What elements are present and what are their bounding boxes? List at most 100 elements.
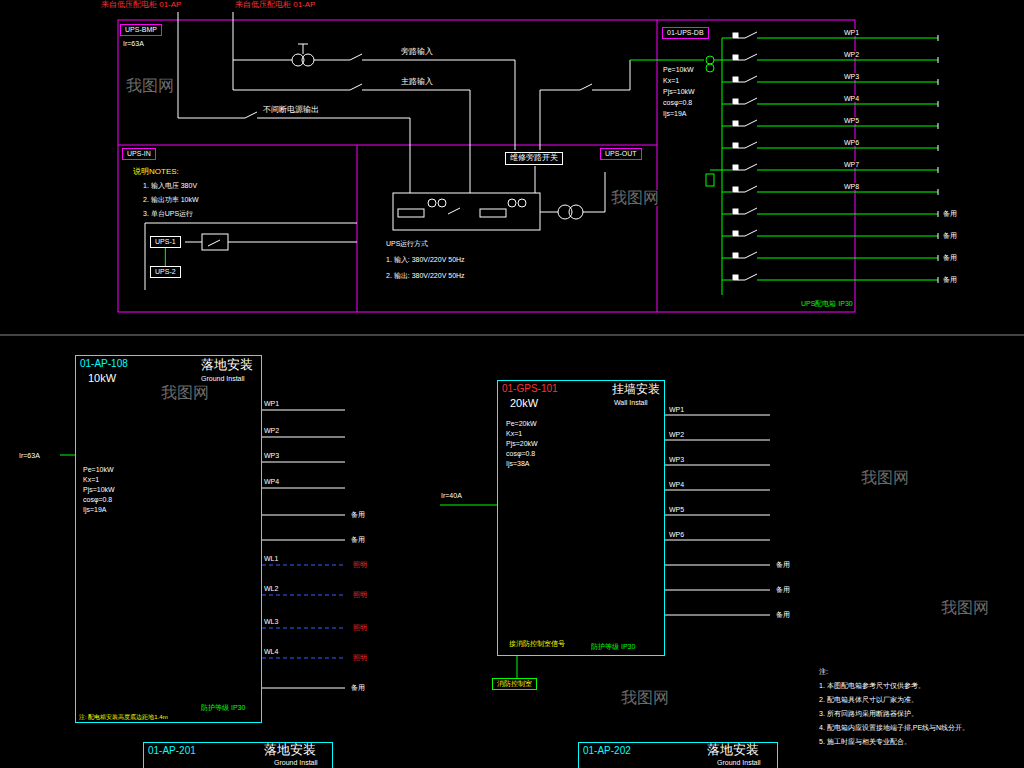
watermark: 我图网 — [940, 600, 990, 616]
terminal-mark — [733, 99, 738, 104]
breaker-symbol — [745, 142, 757, 148]
wire — [738, 214, 745, 215]
panel-name: 01-AP-202 — [583, 745, 631, 756]
circuit-number: WP6 — [843, 139, 860, 146]
surge-protector — [706, 174, 714, 186]
spare-label: 备用 — [775, 611, 791, 618]
circuit-number: WP8 — [843, 183, 860, 190]
wire — [722, 60, 732, 61]
note: 1. 输入电压 380V — [142, 182, 198, 189]
panel-name: UPS-IN — [127, 150, 151, 158]
wire — [257, 118, 410, 119]
wire — [722, 192, 732, 193]
distribution-panel: 01-AP-10810kW落地安装Ground Install — [75, 355, 262, 723]
distribution-panel: 01-AP-202落地安装Ground Install — [578, 742, 778, 768]
terminal-mark — [733, 121, 738, 126]
wire — [757, 280, 938, 281]
end-tick — [938, 211, 939, 217]
spare-label: 备用 — [942, 254, 958, 261]
panel-name: 01-AP-108 — [80, 358, 128, 369]
source-note: 来自低压配电柜 01-AP — [234, 1, 316, 9]
breaker-symbol — [745, 120, 757, 126]
wire — [722, 126, 732, 127]
end-tick — [938, 189, 939, 195]
spare-label: 备用 — [942, 276, 958, 283]
load-name: 照明 — [352, 624, 368, 631]
note: 注: 配电箱安装高度底边距地1.4m — [78, 714, 169, 720]
circuit-number: WP2 — [843, 51, 860, 58]
wire — [722, 214, 732, 215]
wire — [145, 223, 357, 224]
end-tick — [938, 255, 939, 261]
circuit-number: WP7 — [843, 161, 860, 168]
terminal-mark — [733, 209, 738, 214]
breaker-symbol — [350, 54, 362, 60]
spare-label: 备用 — [775, 586, 791, 593]
ups-frame — [118, 20, 855, 312]
panel-tag: UPS-BMP — [120, 24, 162, 36]
ground-symbol — [303, 44, 304, 54]
wire — [738, 148, 745, 149]
note: 2. 输出: 380V/220V 50Hz — [385, 272, 466, 279]
watermark: 我图网 — [610, 190, 660, 206]
panel-tag: UPS-IN — [122, 148, 156, 160]
terminal-mark — [733, 165, 738, 170]
breaker-symbol — [745, 54, 757, 60]
rating: Ir=40A — [440, 492, 463, 499]
note: 1. 本图配电箱参考尺寸仅供参考。 — [818, 682, 926, 689]
circuit-number: WP4 — [668, 481, 685, 488]
wire — [535, 166, 536, 193]
wire — [757, 214, 938, 215]
watermark: 我图网 — [160, 385, 210, 401]
wire — [233, 12, 234, 60]
load-param: Ijs=19A — [662, 110, 688, 117]
breaker-symbol — [448, 208, 460, 214]
wire — [540, 212, 558, 213]
terminal-mark — [733, 187, 738, 192]
circuit-number: WP2 — [263, 427, 280, 434]
note: 4. 配电箱内应设置接地端子排,PE线与N线分开。 — [818, 724, 970, 731]
circuit-number: WL2 — [263, 585, 279, 592]
note: 注: — [818, 668, 829, 675]
breaker-symbol — [745, 76, 757, 82]
source-note: 来自低压配电柜 01-AP — [100, 1, 182, 9]
wire — [722, 258, 732, 259]
connector-wire — [165, 248, 166, 266]
wire — [757, 236, 938, 237]
transformer-symbol — [558, 205, 572, 219]
frame-divider — [657, 20, 658, 312]
wire — [233, 90, 350, 91]
watermark: 我图网 — [125, 78, 175, 94]
wire — [757, 170, 938, 171]
note: 3. 单台UPS运行 — [142, 210, 194, 217]
device-box — [398, 209, 424, 217]
load-param: cosφ=0.8 — [505, 450, 536, 457]
panel-name: UPS-BMP — [125, 26, 157, 34]
protection-note: UPS配电箱 IP30 — [800, 300, 854, 307]
wire — [605, 172, 606, 212]
end-tick — [938, 277, 939, 283]
wire — [722, 104, 732, 105]
wire — [314, 60, 350, 61]
wire — [738, 258, 745, 259]
end-tick — [938, 35, 939, 41]
circuit-number: WP3 — [668, 456, 685, 463]
wire — [540, 90, 580, 91]
rating: Ir=63A — [18, 452, 41, 459]
wire — [592, 90, 630, 91]
wire — [710, 170, 722, 171]
wire — [630, 60, 631, 90]
wire — [722, 170, 732, 171]
watermark: 我图网 — [860, 470, 910, 486]
wire — [440, 505, 500, 506]
circuit-number: WP2 — [668, 431, 685, 438]
spare-label: 备用 — [775, 561, 791, 568]
transformer-symbol — [508, 199, 516, 207]
breaker-symbol — [745, 274, 757, 280]
breaker-symbol — [745, 208, 757, 214]
spare-label: 备用 — [350, 536, 366, 543]
panel-text: 落地安装 — [707, 743, 759, 757]
sheet-separator — [0, 335, 1024, 336]
